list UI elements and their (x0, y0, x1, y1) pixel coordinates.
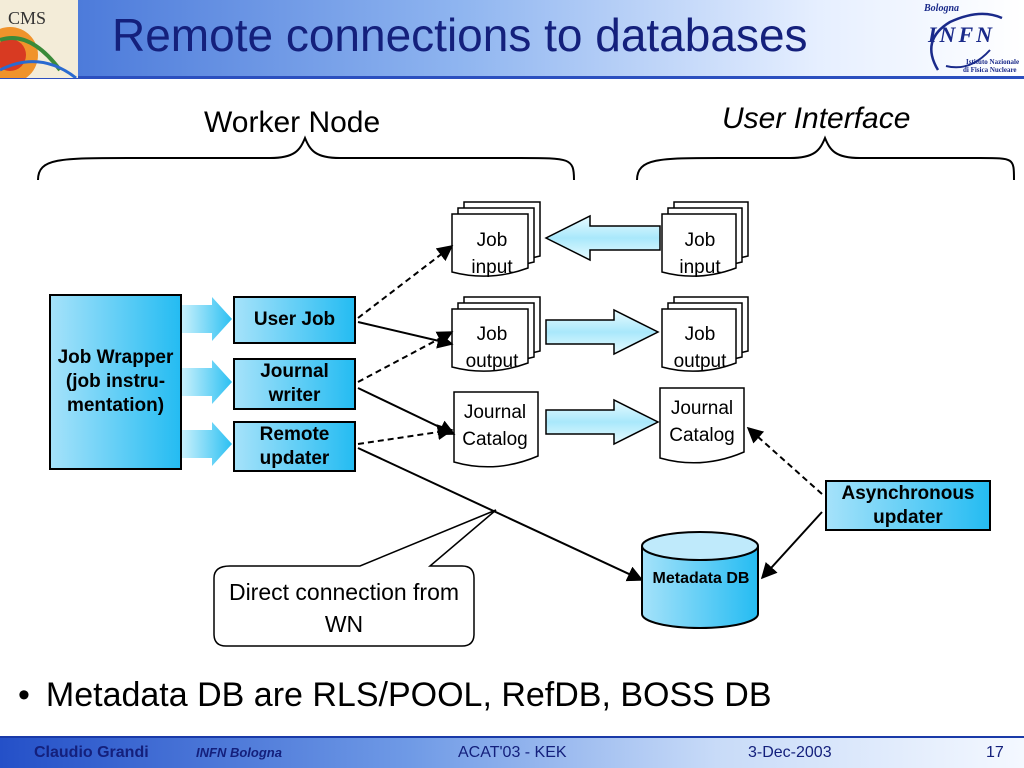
footer-bar: Claudio Grandi INFN Bologna ACAT'03 - KE… (0, 738, 1024, 768)
remote-to-metadata-arrow (357, 447, 644, 582)
diagram-graphics (37, 135, 1015, 647)
async-to-metadata-arrow (760, 511, 823, 580)
ui-job-output-doc (661, 296, 749, 372)
feed-arrow-2 (182, 360, 232, 404)
infn-bologna-label: Bologna (924, 3, 960, 14)
bullet-text: Metadata DB are RLS/POOL, RefDB, BOSS DB (45, 676, 772, 714)
wn-job-input-label: Job input (471, 230, 513, 278)
callout-bubble (213, 509, 497, 647)
bullet-item: • Metadata DB are RLS/POOL, RefDB, BOSS D… (18, 676, 772, 715)
footer-author: Claudio Grandi (34, 744, 149, 761)
ui-journal-catalog-label: Journal Catalog (669, 398, 735, 446)
journal-writer-box: Journal writer (233, 358, 356, 410)
wn-job-output-label: Job output (465, 324, 519, 372)
metadata-db-label: Metadata DB (652, 570, 750, 587)
userjob-to-output-arrow (357, 321, 454, 349)
infn-logo (930, 12, 1003, 71)
worker-node-brace (37, 135, 575, 181)
ui-job-input-doc (661, 201, 749, 277)
svg-text:CMS: CMS (8, 8, 46, 28)
header-divider (0, 76, 1024, 79)
wn-journal-catalog-label: Journal Catalog (462, 402, 528, 450)
journal-to-output-arrow (357, 331, 454, 383)
ui-job-output-label: Job output (673, 324, 727, 372)
infn-wordmark: INFN (928, 22, 996, 47)
feed-arrow-3 (182, 422, 232, 466)
asynchronous-updater-box: Asynchronous updater (825, 480, 991, 531)
footer-date: 3-Dec-2003 (748, 744, 832, 761)
header-bar (0, 0, 1024, 78)
ui-journal-catalog-doc (659, 387, 745, 464)
wn-journal-catalog-doc (453, 391, 539, 468)
metadata-db-cylinder (641, 531, 759, 629)
journal-to-catalog-arrow (357, 387, 456, 435)
ui-job-input-label: Job input (679, 230, 721, 278)
cms-logo: CMS (0, 0, 78, 78)
input-transfer-arrow (544, 214, 661, 262)
infn-subtitle-2: di Fisica Nucleare (963, 66, 1017, 74)
slide-title: Remote connections to databases (112, 9, 808, 61)
output-transfer-arrow (545, 308, 660, 356)
user-interface-label: User Interface (722, 102, 911, 135)
footer-conference: ACAT'03 - KEK (458, 744, 567, 761)
user-job-box: User Job (233, 296, 356, 344)
remote-to-catalog-arrow (357, 424, 454, 445)
infn-subtitle-1: Istituto Nazionale (966, 58, 1020, 66)
bullet-marker: • (18, 676, 30, 714)
async-to-catalog-arrow (746, 426, 823, 495)
worker-node-label: Worker Node (204, 106, 381, 139)
remote-updater-box: Remote updater (233, 421, 356, 472)
footer-page-number: 17 (986, 744, 1004, 761)
footer-divider (0, 736, 1024, 738)
job-wrapper-box: Job Wrapper (job instru-mentation) (49, 294, 182, 470)
footer-affiliation: INFN Bologna (196, 745, 282, 760)
wn-job-output-doc (451, 296, 541, 372)
user-interface-brace (636, 135, 1015, 181)
callout-text: Direct connection from WN (228, 579, 460, 638)
feed-arrow-1 (182, 297, 232, 341)
wn-job-input-doc (451, 201, 541, 277)
userjob-to-input-arrow (357, 245, 454, 319)
catalog-transfer-arrow (545, 398, 660, 446)
